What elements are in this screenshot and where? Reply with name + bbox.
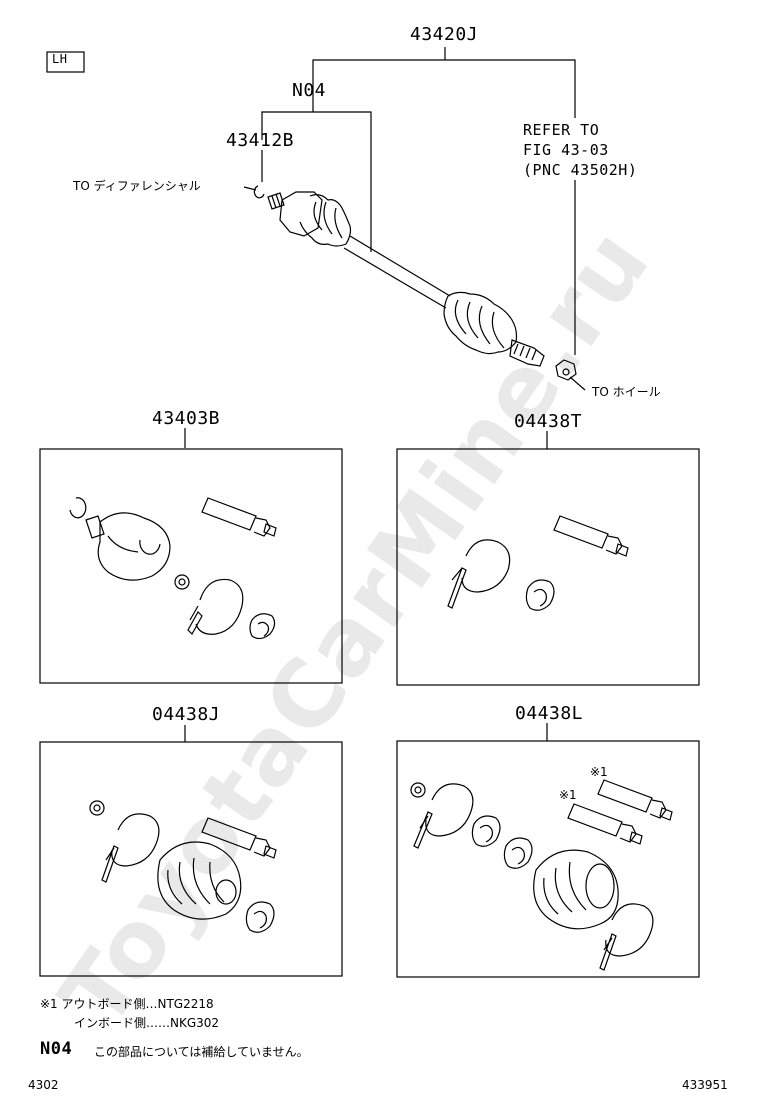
- footnote-n04-text: この部品については補給していません。: [94, 1045, 309, 1059]
- grease-tube-icon: [201, 497, 257, 531]
- footnote-1-line-1: ※1 アウトボード側…NTG2218: [40, 997, 214, 1011]
- clamp-icon: [503, 837, 533, 869]
- grease-tube-icon: [553, 515, 609, 549]
- circlip-icon: [253, 185, 265, 199]
- kit-43403B-drawing: [69, 497, 277, 640]
- part-number-shaft: 43412B: [226, 130, 295, 151]
- refer-line-2: FIG 43-03: [523, 141, 609, 159]
- kit-04438J-drawing: [89, 800, 277, 933]
- clamp-icon: [249, 613, 276, 640]
- grease-tube-icon: [567, 803, 623, 837]
- page-number-right: 433951: [682, 1078, 728, 1092]
- part-number-kit-full: 04438L: [515, 703, 584, 724]
- mark-note-1b: ※1: [559, 788, 577, 802]
- boot-band-icon: [111, 813, 160, 867]
- part-number-kit-boot: 04438J: [152, 704, 221, 725]
- refer-line-1: REFER TO: [523, 121, 600, 139]
- leader-lines: [184, 47, 586, 742]
- boot-band-icon: [461, 539, 511, 593]
- outboard-boot-icon: [157, 841, 242, 920]
- footnote-1-line-2: インボード側……NKG302: [74, 1016, 220, 1030]
- ring-icon: [89, 800, 105, 816]
- panel-04438T: [396, 448, 700, 686]
- panel-04438J: [39, 741, 343, 977]
- callout-to-wheel: TO ホイール: [592, 385, 661, 399]
- boot-band-icon: [195, 578, 244, 635]
- ring-icon: [174, 574, 190, 590]
- footnote-n04-code: N04: [40, 1039, 73, 1059]
- clamp-icon: [245, 901, 275, 933]
- grease-tube-icon: [201, 817, 257, 851]
- clamp-icon: [525, 579, 555, 611]
- clamp-icon: [471, 815, 501, 847]
- panel-04438L: [396, 740, 700, 978]
- snap-ring-icon: [69, 497, 87, 519]
- refer-line-3: (PNC 43502H): [523, 161, 638, 179]
- grease-tube-icon: [597, 779, 653, 813]
- page-number-left: 4302: [28, 1078, 59, 1092]
- inboard-joint-icon: [97, 512, 171, 581]
- side-label: LH: [52, 52, 68, 66]
- ring-icon: [410, 782, 426, 798]
- drive-shaft-drawing: [253, 185, 577, 381]
- mark-note-1a: ※1: [590, 765, 608, 779]
- hub-nut-icon: [555, 359, 577, 381]
- boot-band-icon: [425, 783, 474, 837]
- part-number-assembly: 43420J: [410, 24, 479, 45]
- side-label-box: [46, 51, 85, 73]
- part-number-kit-grease-band: 04438T: [514, 411, 583, 432]
- part-number-kit-inboard: 43403B: [152, 408, 221, 429]
- callout-to-differential: TO ディファレンシャル: [73, 179, 201, 193]
- part-number-not-supplied: N04: [292, 80, 327, 101]
- boot-band-icon: [605, 903, 654, 957]
- outboard-boot-icon: [533, 849, 619, 930]
- kit-04438T-drawing: [447, 515, 629, 611]
- kit-04438L-drawing: [410, 779, 673, 971]
- panel-43403B: [39, 448, 343, 684]
